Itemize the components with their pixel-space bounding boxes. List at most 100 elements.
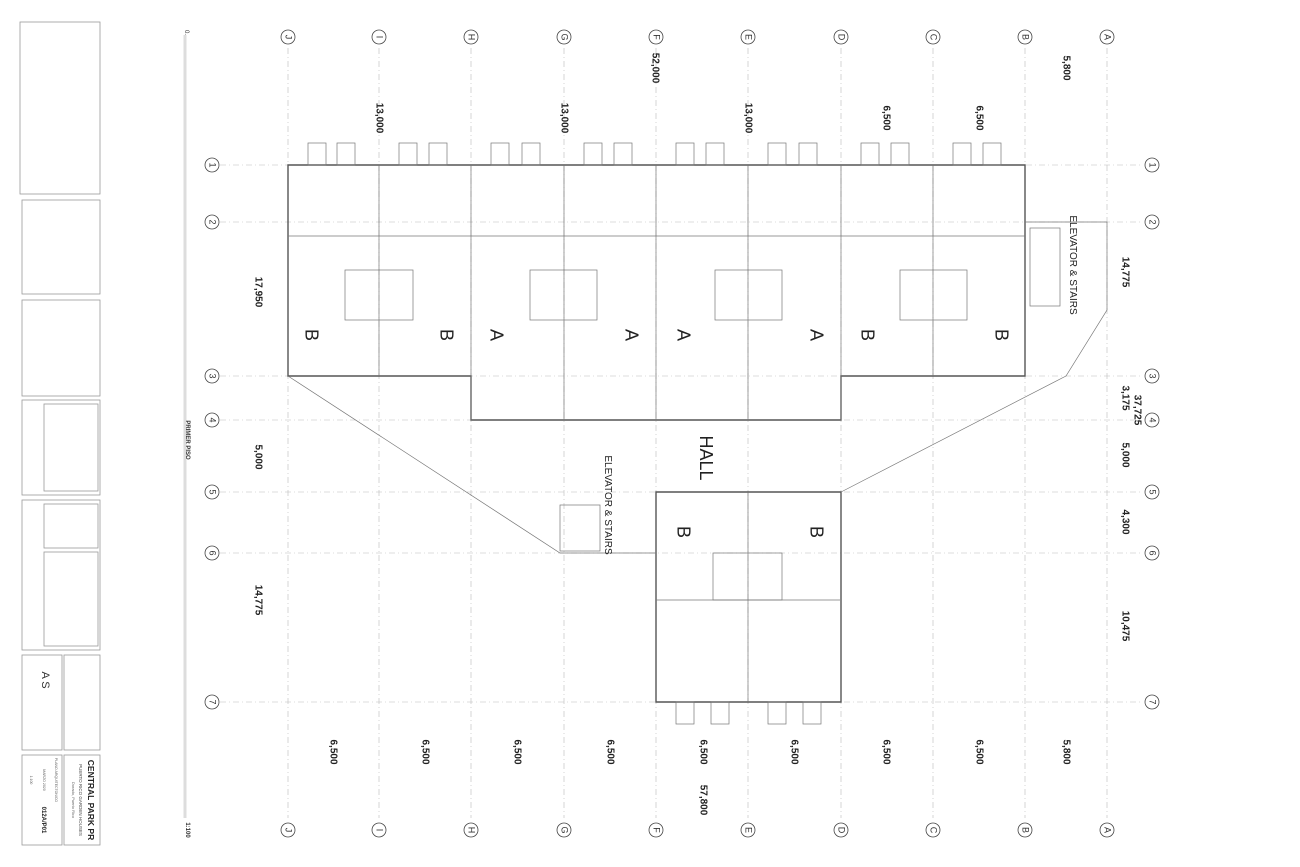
unit-label: B bbox=[806, 526, 826, 538]
firm-logo: A S bbox=[39, 671, 51, 688]
grid-bubble-F bbox=[648, 29, 664, 45]
dim-right: 5,000 bbox=[1119, 442, 1130, 467]
courtyard bbox=[899, 269, 968, 321]
unit-label: B bbox=[991, 329, 1011, 341]
dim-top: 13,000 bbox=[742, 103, 753, 134]
grid-label-5: 5 bbox=[208, 489, 218, 494]
balcony bbox=[952, 142, 972, 166]
drawing-type: PLANO ARQUITECTONICO bbox=[54, 758, 58, 803]
courtyard bbox=[529, 269, 598, 321]
courtyard bbox=[344, 269, 414, 321]
balcony bbox=[860, 142, 880, 166]
dim-bottom: 6,500 bbox=[327, 739, 338, 764]
courtyard bbox=[714, 269, 783, 321]
drawing-info-panel bbox=[21, 754, 63, 846]
dim-right: 14,775 bbox=[1119, 257, 1130, 288]
elevator-stairs-left-label: ELEVATOR & STAIRS bbox=[602, 455, 613, 555]
grid-label-3: 3 bbox=[1148, 373, 1158, 378]
hall-label: HALL bbox=[696, 435, 716, 480]
grid-bubble-6 bbox=[204, 545, 220, 561]
floor-label: PRIMER PISO bbox=[184, 420, 190, 460]
grid-bubble-G bbox=[556, 822, 572, 838]
grid-label-6: 6 bbox=[1148, 550, 1158, 555]
grid-label-6: 6 bbox=[208, 550, 218, 555]
grid-label-H: H bbox=[467, 34, 477, 41]
unit-label: B bbox=[301, 329, 321, 341]
grid-label-4: 4 bbox=[208, 417, 218, 422]
grid-bubble-E bbox=[740, 29, 756, 45]
grid-bubble-C bbox=[925, 29, 941, 45]
unit-label: A bbox=[673, 329, 693, 341]
grid-bubble-B bbox=[1017, 29, 1033, 45]
dim-right: 10,475 bbox=[1119, 611, 1130, 642]
grid-label-7: 7 bbox=[208, 699, 218, 704]
project-subtitle: PUERTO RICO GARDEN HOUSES bbox=[78, 764, 83, 836]
grid-label-D: D bbox=[837, 34, 847, 41]
dim-top: 6,500 bbox=[880, 105, 891, 130]
grid-label-2: 2 bbox=[208, 219, 218, 224]
grid-bubble-1 bbox=[1144, 157, 1160, 173]
grid-bubble-I bbox=[371, 822, 387, 838]
dim-left: 17,950 bbox=[252, 277, 263, 308]
balcony bbox=[307, 142, 327, 166]
grid-bubble-H bbox=[463, 822, 479, 838]
dim-right: 3,175 bbox=[1119, 385, 1130, 410]
dim-top-right: 5,800 bbox=[1060, 55, 1071, 80]
unit-label: B bbox=[857, 329, 877, 341]
grid-label-2: 2 bbox=[1148, 219, 1158, 224]
grid-label-E: E bbox=[744, 827, 754, 833]
grid-bubble-3 bbox=[1144, 368, 1160, 384]
balcony bbox=[336, 142, 356, 166]
balcony bbox=[675, 701, 695, 725]
plaza-outline bbox=[287, 221, 1108, 554]
unit-label: A bbox=[806, 329, 826, 341]
grid-bubble-4 bbox=[204, 412, 220, 428]
balcony bbox=[428, 142, 448, 166]
grid-label-G: G bbox=[560, 826, 570, 833]
balcony bbox=[767, 142, 787, 166]
balcony bbox=[767, 701, 787, 725]
grid-label-5: 5 bbox=[1148, 489, 1158, 494]
sheet-number: 012A/P01 bbox=[40, 807, 46, 834]
grid-label-B: B bbox=[1021, 827, 1031, 833]
grid-bubble-D bbox=[833, 822, 849, 838]
dim-right: 37,725 bbox=[1131, 395, 1142, 426]
courtyard bbox=[712, 552, 783, 601]
drawing-date: MARZO 2020 bbox=[42, 769, 46, 790]
grid-label-1: 1 bbox=[1148, 162, 1158, 167]
grid-label-E: E bbox=[744, 34, 754, 40]
grid-bubble-4 bbox=[1144, 412, 1160, 428]
info-subpanel bbox=[43, 403, 99, 492]
balcony bbox=[982, 142, 1002, 166]
grid-bubble-7 bbox=[1144, 694, 1160, 710]
grid-bubble-5 bbox=[204, 484, 220, 500]
grid-bubble-6 bbox=[1144, 545, 1160, 561]
revision-subpanel-2 bbox=[43, 551, 99, 647]
grid-bubble-7 bbox=[204, 694, 220, 710]
lower-wing-walls bbox=[655, 491, 842, 703]
grid-bubble-G bbox=[556, 29, 572, 45]
project-location: Dorado, Puerto Rico bbox=[71, 782, 76, 819]
grid-label-C: C bbox=[929, 827, 939, 834]
project-panel bbox=[63, 754, 101, 846]
grid-bubble-D bbox=[833, 29, 849, 45]
unit-label: A bbox=[621, 329, 641, 341]
balcony bbox=[490, 142, 510, 166]
scale-zero: 0. bbox=[183, 30, 189, 35]
dim-bottom: 5,800 bbox=[1060, 739, 1071, 764]
dim-left: 5,000 bbox=[252, 444, 263, 469]
grid-bubble-5 bbox=[1144, 484, 1160, 500]
dim-bottom-overall: 57,800 bbox=[697, 785, 708, 816]
grid-label-C: C bbox=[929, 34, 939, 41]
grid-bubble-H bbox=[463, 29, 479, 45]
dim-bottom: 6,500 bbox=[419, 739, 430, 764]
building-outline bbox=[287, 142, 1108, 725]
logo-panel bbox=[21, 654, 63, 751]
grid-bubble-C bbox=[925, 822, 941, 838]
dim-bottom: 6,500 bbox=[604, 739, 615, 764]
grid-bubble-I bbox=[371, 29, 387, 45]
dim-left: 14,775 bbox=[252, 585, 263, 616]
